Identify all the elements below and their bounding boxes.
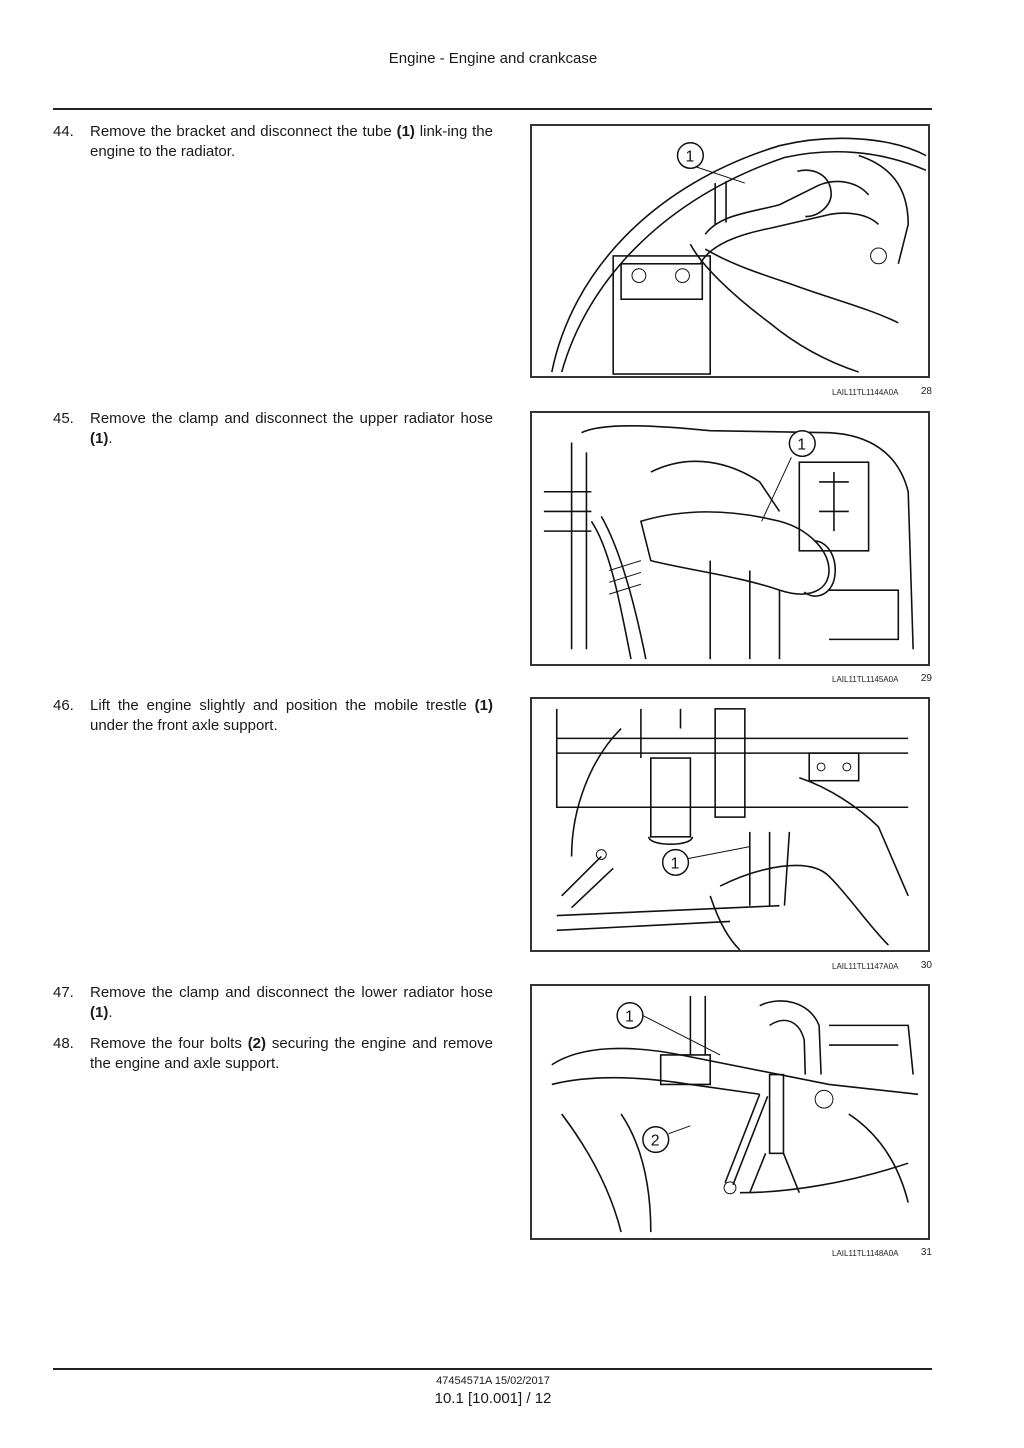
step-reference: (1)	[396, 123, 415, 140]
step-text: Remove the four bolts (2) securing the e…	[90, 1034, 493, 1074]
figure-number: 30	[920, 960, 932, 971]
callout-2: 2	[642, 1126, 670, 1154]
figure-number: 31	[920, 1247, 932, 1258]
svg-text:1: 1	[685, 148, 694, 165]
callout-1: 1	[616, 1001, 644, 1030]
svg-text:2: 2	[651, 1133, 660, 1150]
step-text-part: .	[108, 430, 113, 447]
step-reference: (1)	[90, 430, 109, 447]
figure-31-illustration: 1 2	[530, 984, 930, 1240]
step-text-part: Remove the clamp and disconnect the lowe…	[90, 984, 493, 1001]
step-text-part: .	[108, 1004, 113, 1021]
step-text-part: under the front axle support.	[90, 717, 278, 734]
figure-code: LAIL11TL1144A0A	[832, 388, 899, 397]
step-number: 46.	[53, 697, 74, 714]
step-text: Remove the bracket and disconnect the tu…	[90, 122, 493, 162]
figure-29-illustration: 1	[530, 411, 930, 666]
step-text-part: Remove the clamp and disconnect the uppe…	[90, 410, 493, 427]
step-46: 46. (1)Lift the engine slightly and posi…	[53, 696, 493, 736]
step-text-part: Remove the bracket and disconnect the tu…	[90, 123, 397, 140]
figure-code: LAIL11TL1145A0A	[832, 675, 899, 684]
step-number: 47.	[53, 984, 74, 1001]
step-text-part: link-ing the engine to the radiator.	[90, 123, 493, 160]
footer-document-reference: 47454571A 15/02/2017	[436, 1375, 550, 1387]
callout-1: 1	[788, 429, 816, 458]
step-number: 48.	[53, 1035, 74, 1052]
callout-1: 1	[661, 848, 690, 876]
step-number: 45.	[53, 410, 74, 427]
page-header-title: Engine - Engine and crankcase	[388, 50, 598, 67]
header-divider	[53, 108, 932, 110]
step-reference: (1)	[90, 1004, 109, 1021]
figure-30-illustration: 1	[530, 697, 930, 952]
step-text-part: securing the engine and remove the engin…	[90, 1035, 493, 1072]
footer-divider	[53, 1368, 932, 1370]
figure-code: LAIL11TL1148A0A	[832, 1249, 899, 1258]
step-text-part: Lift the engine slightly and position th…	[90, 697, 475, 714]
step-text: (1)Lift the engine slightly and position…	[90, 696, 493, 736]
footer-page-reference: 10.1 [10.001] / 12	[434, 1390, 552, 1407]
step-text: Remove the clamp and disconnect the uppe…	[90, 409, 493, 449]
step-45: 45. Remove the clamp and disconnect the …	[53, 409, 493, 449]
step-47: 47. Remove the clamp and disconnect the …	[53, 983, 493, 1023]
step-text-part: Remove the four bolts	[90, 1035, 248, 1052]
figure-28-illustration: 1	[530, 124, 930, 378]
svg-text:1: 1	[625, 1008, 634, 1025]
step-reference: (1)	[474, 697, 493, 714]
callout-1: 1	[676, 141, 705, 170]
svg-text:1: 1	[797, 436, 806, 453]
step-reference: (2)	[247, 1035, 267, 1052]
step-44: 44. Remove the bracket and disconnect th…	[53, 122, 493, 162]
figure-code: LAIL11TL1147A0A	[832, 962, 899, 971]
figure-number: 29	[920, 673, 932, 684]
step-48: 48. Remove the four bolts (2) securing t…	[53, 1034, 493, 1074]
step-number: 44.	[53, 123, 74, 140]
figure-number: 28	[920, 386, 932, 397]
step-text: Remove the clamp and disconnect the lowe…	[90, 983, 493, 1023]
svg-text:1: 1	[671, 855, 680, 872]
